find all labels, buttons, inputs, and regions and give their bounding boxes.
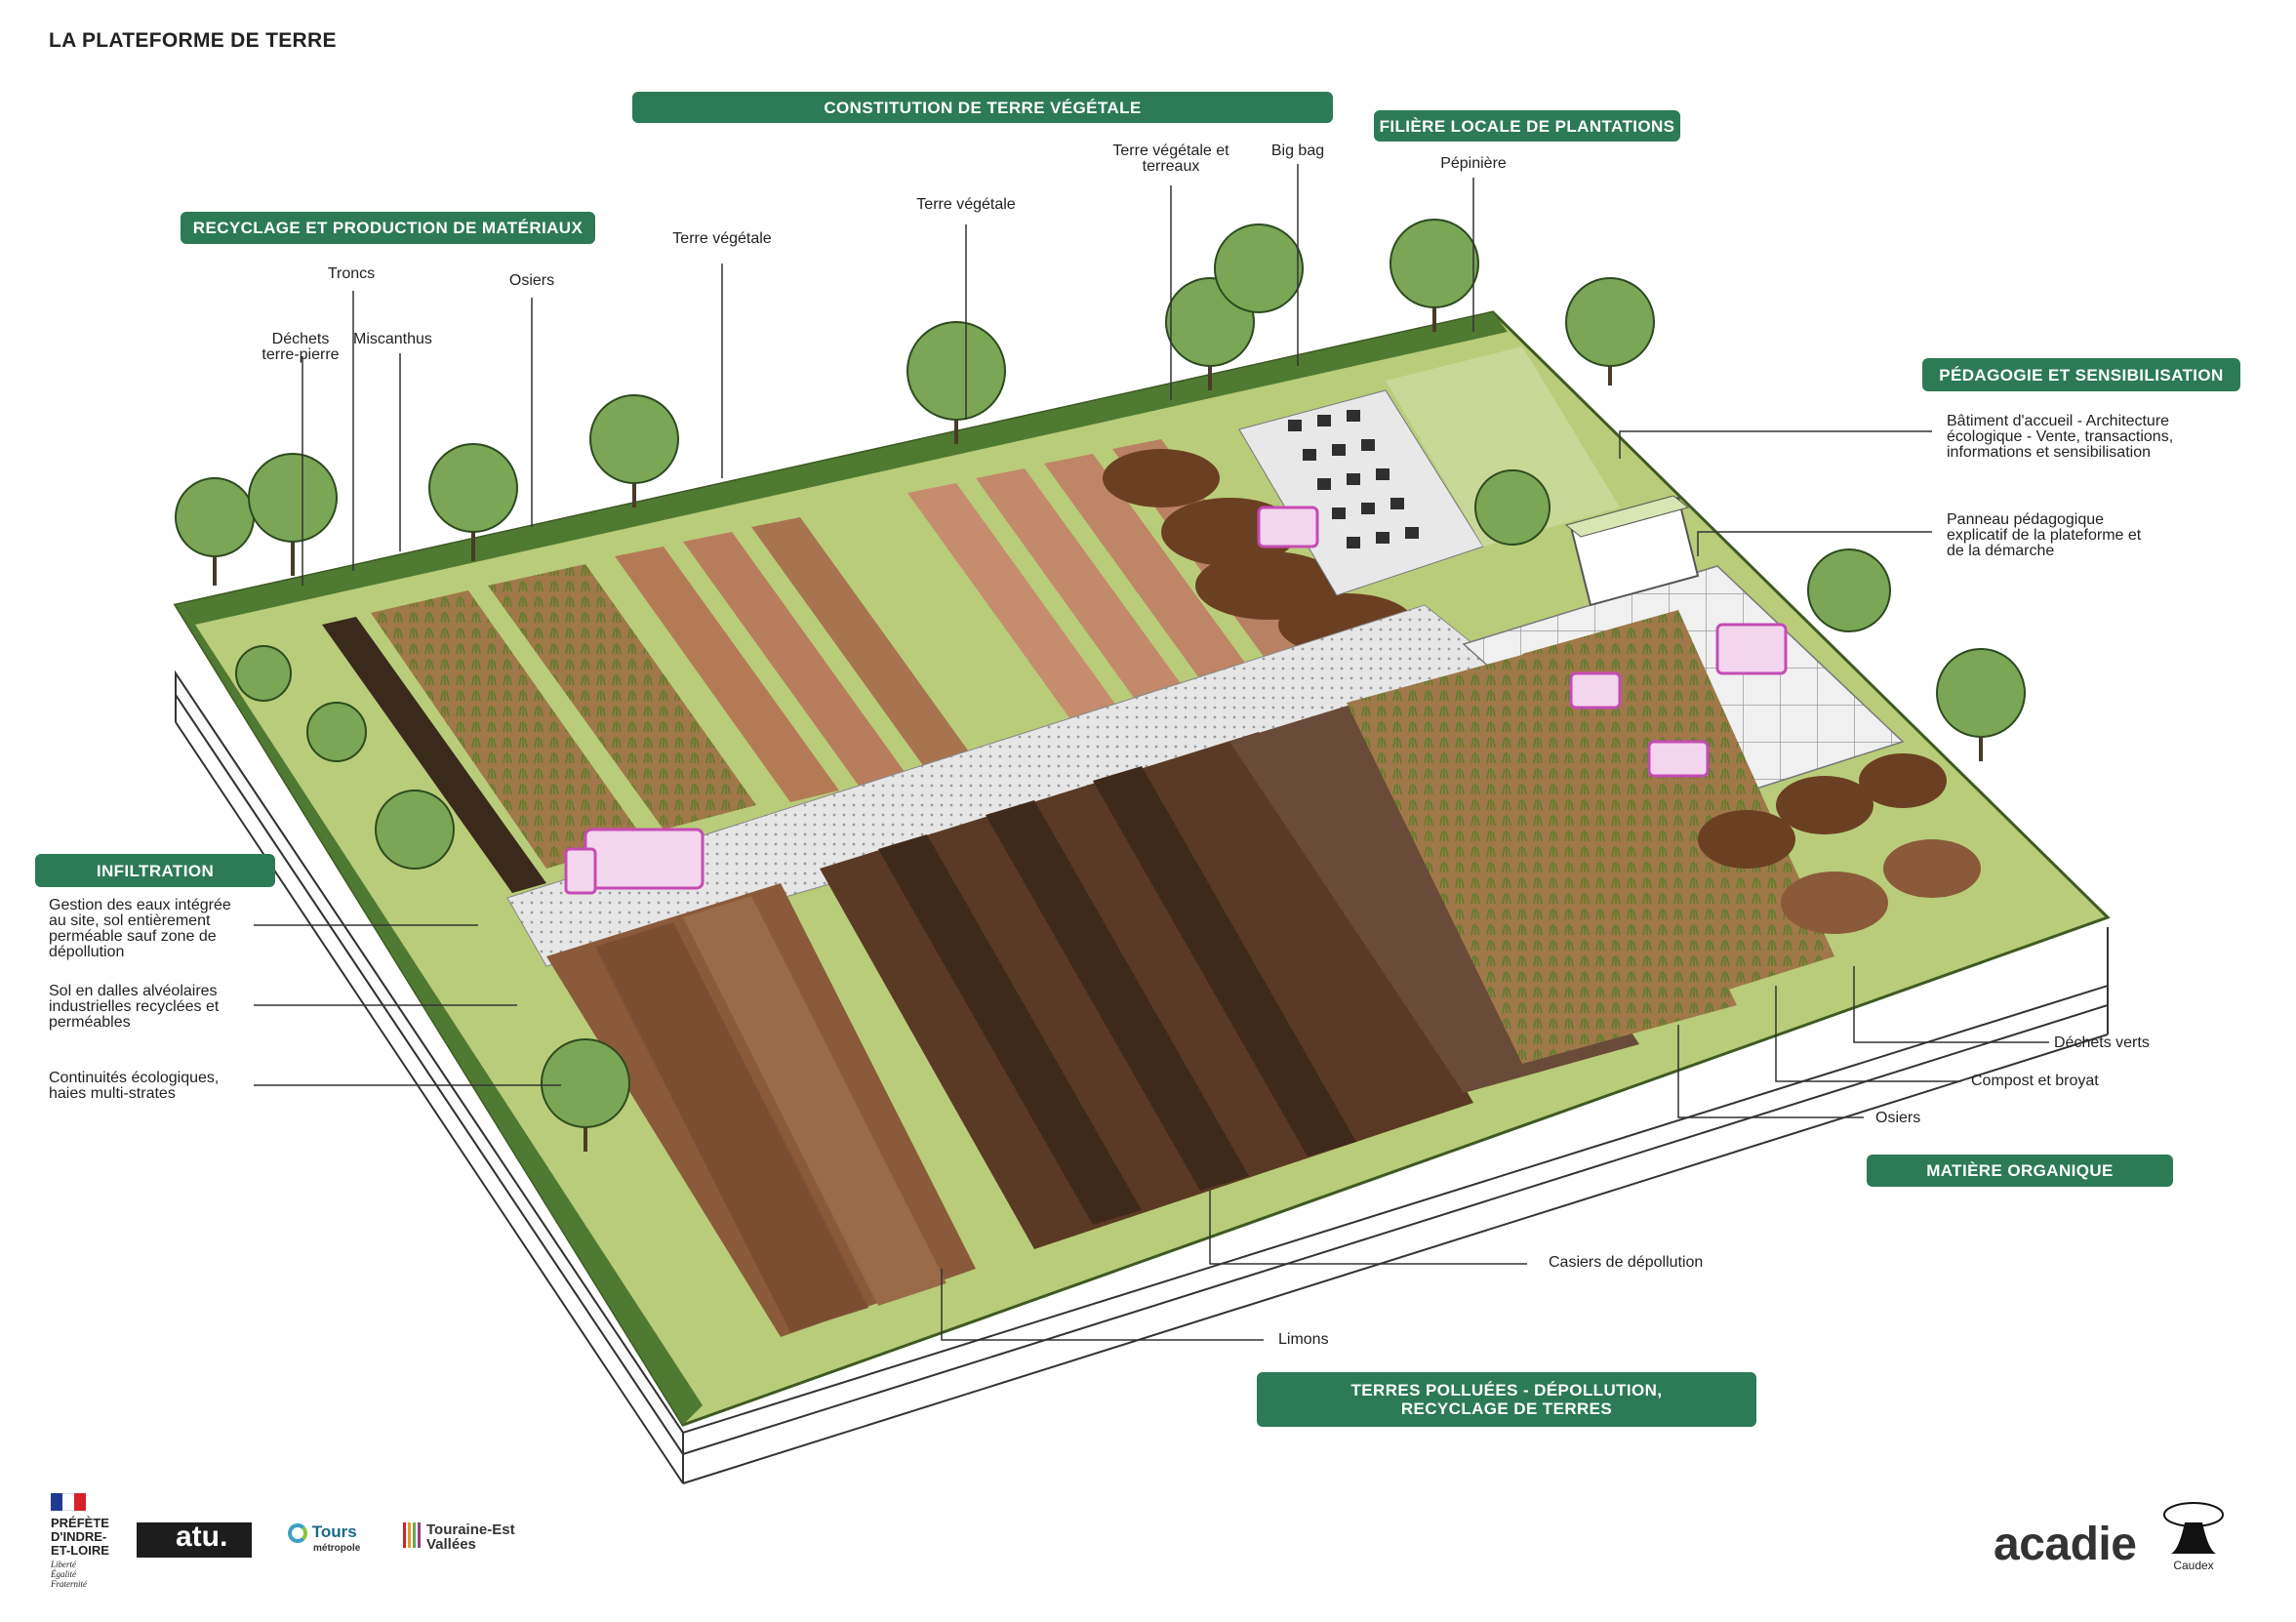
label-osiers-top: Osiers	[508, 272, 555, 289]
prefete-name: PRÉFÈTE D'INDRE- ET-LOIRE	[51, 1516, 109, 1558]
section-matiere: MATIÈRE ORGANIQUE	[1867, 1155, 2173, 1187]
label-sol-dalles: Sol en dalles alvéolaires industrielles …	[49, 983, 220, 1031]
label-limons: Limons	[1278, 1331, 1329, 1348]
label-casiers: Casiers de dépollution	[1549, 1254, 1704, 1271]
label-big-bag: Big bag	[1270, 142, 1325, 159]
tev-name: Touraine-Est Vallées	[426, 1521, 515, 1553]
tev-bars-icon	[403, 1522, 421, 1551]
label-troncs: Troncs	[327, 265, 376, 282]
label-dechets-terre-pierre: Déchets terre-pierre	[262, 331, 340, 363]
section-constitution: CONSTITUTION DE TERRE VÉGÉTALE	[632, 92, 1333, 123]
label-compost: Compost et broyat	[1971, 1073, 2099, 1089]
reception-building	[1564, 495, 1700, 607]
section-recyclage: RECYCLAGE ET PRODUCTION DE MATÉRIAUX	[181, 212, 595, 244]
label-gestion-eaux: Gestion des eaux intégrée au site, sol e…	[49, 897, 231, 960]
tours-metropole-logo: Tours métropole	[288, 1522, 360, 1554]
page-title: LA PLATEFORME DE TERRE	[49, 29, 337, 52]
soil-windrows-front	[546, 610, 1981, 1337]
section-pedagogie: PÉDAGOGIE ET SENSIBILISATION	[1922, 358, 2240, 391]
prefete-motto: Liberté Égalité Fraternité	[51, 1560, 87, 1589]
big-bag-area	[1238, 346, 1620, 596]
tours-sub: métropole	[313, 1542, 361, 1554]
label-terre-vegetale-2: Terre végétale	[672, 230, 772, 247]
label-panneau: Panneau pédagogique explicatif de la pla…	[1947, 511, 2142, 559]
caudex-logo: Caudex	[2155, 1501, 2233, 1572]
tours-name: Tours	[311, 1522, 357, 1541]
trees	[175, 219, 2026, 1152]
soil-windrows-back	[322, 439, 1415, 893]
baobab-icon	[2163, 1502, 2224, 1554]
label-dechets-verts: Déchets verts	[2054, 1034, 2150, 1051]
label-batiment: Bâtiment d'accueil - Architecture écolog…	[1947, 413, 2174, 461]
tours-logo-wave-icon	[288, 1522, 307, 1543]
label-continuites: Continuités écologiques, haies multi-str…	[49, 1070, 220, 1102]
french-flag-icon	[51, 1493, 86, 1511]
label-terre-vegetale-1: Terre végétale	[916, 196, 1016, 213]
caudex-name: Caudex	[2173, 1559, 2214, 1572]
section-terres: TERRES POLLUÉES - DÉPOLLUTION, RECYCLAGE…	[1257, 1372, 1756, 1427]
label-terre-vegetale-terreaux: Terre végétale et terreaux	[1112, 142, 1229, 175]
acadie-logo: acadie	[1994, 1519, 2137, 1570]
atu-logo: atu.	[137, 1522, 252, 1558]
touraine-est-vallees-logo: Touraine-Est Vallées	[403, 1522, 515, 1552]
platform-base	[175, 669, 2109, 1484]
section-filiere: FILIÈRE LOCALE DE PLANTATIONS	[1374, 110, 1680, 142]
section-infiltration: INFILTRATION	[35, 854, 275, 887]
prefete-logo: PRÉFÈTE D'INDRE- ET-LOIRE Liberté Égalit…	[51, 1493, 158, 1589]
leader-lines	[254, 164, 2049, 1341]
label-osiers-bottom: Osiers	[1875, 1110, 1921, 1126]
label-pepiniere: Pépinière	[1440, 155, 1507, 172]
label-miscanthus: Miscanthus	[353, 331, 432, 347]
vehicles	[564, 506, 1788, 895]
